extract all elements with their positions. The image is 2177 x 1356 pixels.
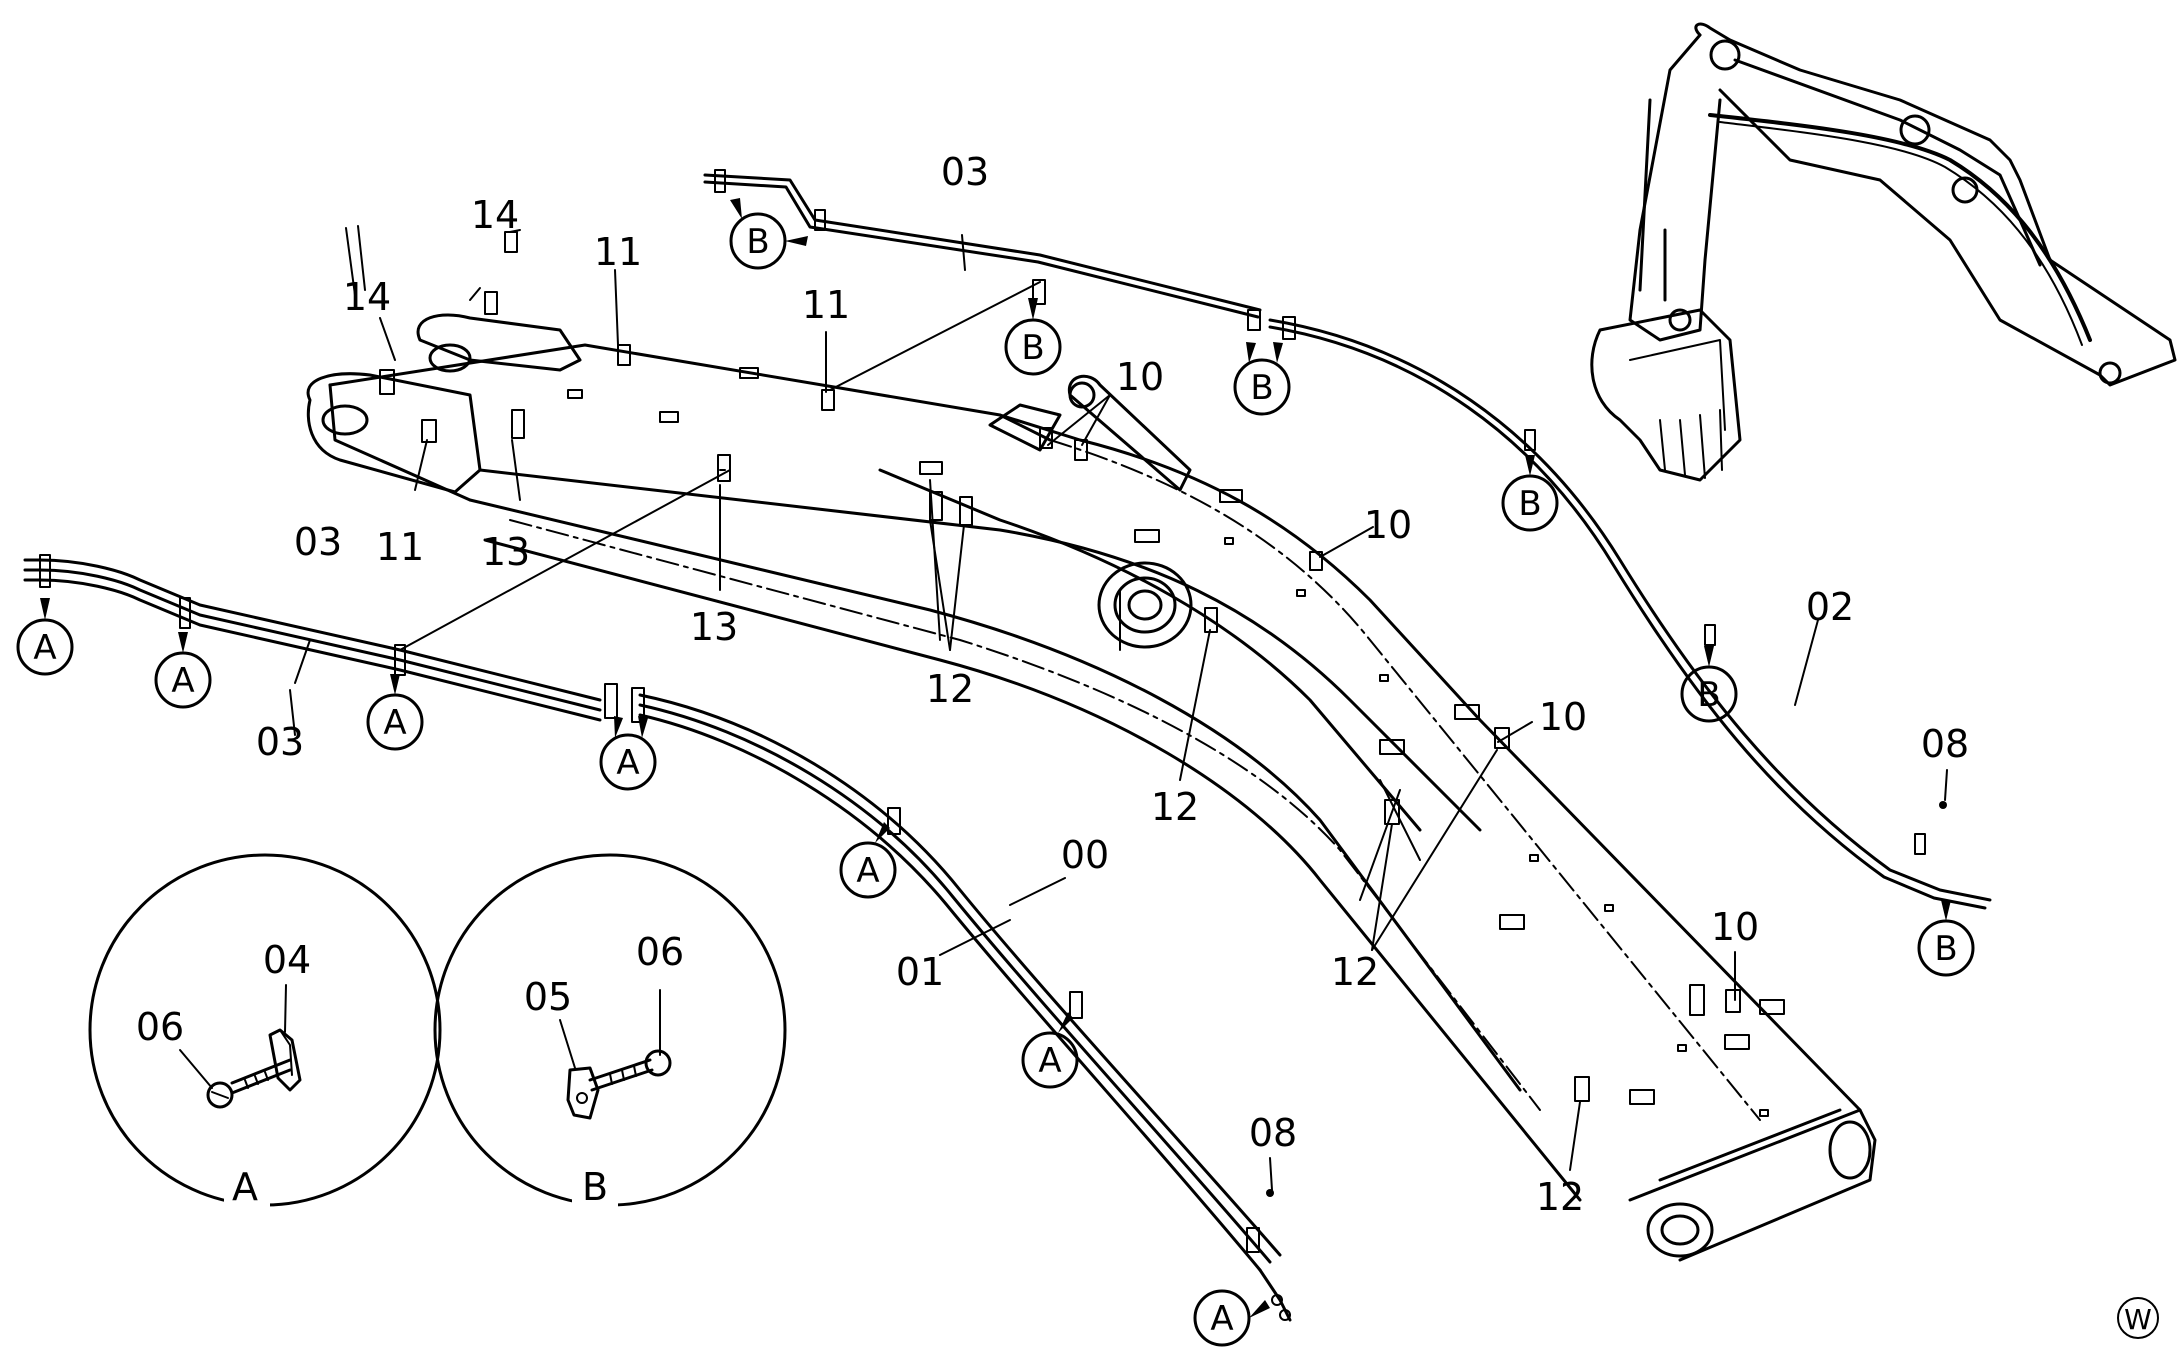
marker-b-label: B [1250,368,1273,408]
boom-structure [306,313,1877,1262]
detail-b-caption: B [582,1165,608,1209]
marker-a: A [839,822,897,899]
hose-lines-a [23,469,1292,1322]
marker-b-label: B [1021,328,1044,368]
marker-b-label: B [1697,675,1720,715]
marker-a: A [1021,1012,1079,1089]
part-label-02: 02 [1806,585,1854,629]
detail-view-a [88,853,442,1214]
pivot-hole-right [428,343,472,373]
marker-b: B [1917,900,1975,977]
part-label-10: 10 [1539,695,1587,739]
marker-b: B [1501,455,1559,532]
marker-b: B [1004,298,1062,376]
part-label-05: 05 [524,975,572,1019]
detail-b-circle [433,853,787,1207]
marker-b: B [1233,342,1291,416]
part-label-14: 14 [471,193,519,237]
marker-a-label: A [383,703,406,743]
marker-a-label: A [856,851,879,891]
part-label-03: 03 [256,720,304,764]
marker-a: A [599,716,657,791]
excavator-overview [1590,22,2177,482]
part-label-12: 12 [926,667,974,711]
marker-a-label: A [33,628,56,668]
part-label-04: 04 [263,938,311,982]
part-label-13: 13 [690,605,738,649]
marker-b-label: B [1934,929,1957,969]
part-label-10: 10 [1364,503,1412,547]
detail-view-b [433,853,787,1214]
part-label-14: 14 [343,275,391,319]
leader-lines [179,229,1948,1191]
part-label-03: 03 [941,150,989,194]
marker-b: B [729,198,808,270]
part-label-01: 01 [896,950,944,994]
marker-a: A [16,598,74,676]
bolt-head-b [644,1049,672,1077]
marker-b: B [1680,646,1738,723]
bolt-head-a [206,1081,234,1109]
part-label-12: 12 [1331,950,1379,994]
part-label-00: 00 [1061,833,1109,877]
foot-pin-right [1828,1120,1872,1180]
marker-b-label: B [1518,484,1541,524]
marker-a-label: A [171,661,194,701]
foot-pin-left [1646,1202,1714,1258]
markers-b: B B B B B B [729,198,1975,977]
marker-a-label: A [616,743,639,783]
marker-b-label: B [746,222,769,262]
part-label-08: 08 [1249,1111,1297,1155]
part-label-11: 11 [376,525,424,569]
part-label-06: 06 [136,1005,184,1049]
part-label-13: 13 [482,530,530,574]
part-label-10: 10 [1116,355,1164,399]
marker-a: A [1193,1289,1270,1347]
part-labels: 14 14 11 11 11 13 13 03 03 03 10 10 10 1… [136,150,1969,1219]
marker-a: A [366,674,424,751]
corner-mark: W [2117,1297,2159,1339]
marker-a: A [154,632,212,709]
corner-mark-label: W [2124,1303,2152,1336]
part-label-08: 08 [1921,722,1969,766]
marker-a-label: A [1038,1041,1061,1081]
part-label-03: 03 [294,520,342,564]
pivot-hole-left [321,404,369,436]
marker-a-label: A [1210,1299,1233,1339]
part-label-11: 11 [594,230,642,274]
part-label-10: 10 [1711,905,1759,949]
detail-a-caption: A [232,1165,258,1209]
cylinder-boss [1097,561,1193,649]
part-label-12: 12 [1536,1175,1584,1219]
markers-a: A A A A A A A [16,598,1270,1347]
hose-lines-b [703,169,1992,910]
part-label-11: 11 [802,283,850,327]
part-label-06: 06 [636,930,684,974]
part-label-12: 12 [1151,785,1199,829]
